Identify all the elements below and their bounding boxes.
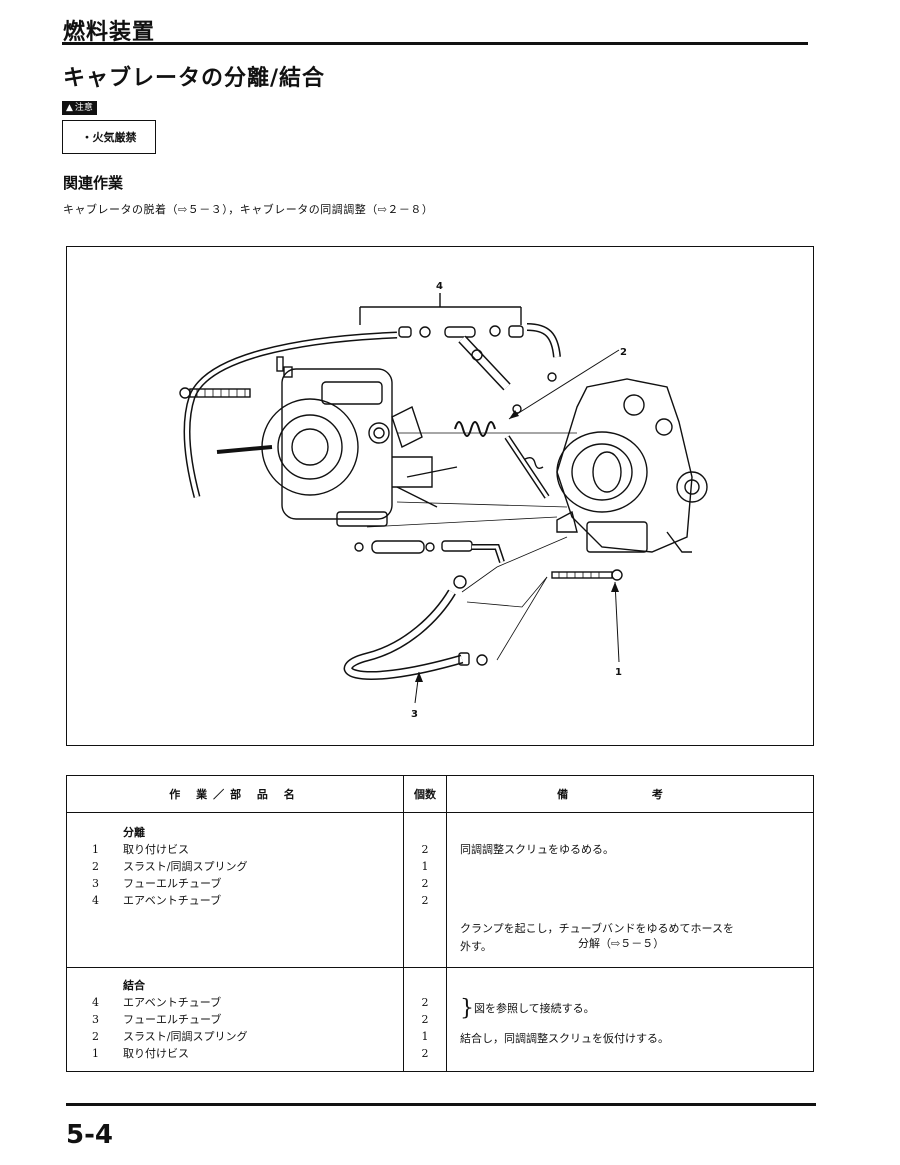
mounting-screw-right [551, 569, 623, 581]
step-number: 4 [92, 894, 99, 907]
parts-table: 作 業／部 品 名 個数 備 考 分離 1 取り付けビス 2 スラスト/同調スプ… [66, 775, 814, 1072]
header-work: 作 業／部 品 名 [66, 775, 404, 813]
callout-label-2: 2 [620, 347, 627, 358]
step-number: 2 [92, 860, 99, 873]
left-carburetor [216, 356, 458, 527]
mounting-screw-left [179, 387, 251, 399]
part-name: エアベントチューブ [123, 894, 222, 907]
quantity: 2 [421, 877, 429, 890]
top-fittings [398, 323, 561, 391]
exploded-view-diagram: 4 [66, 246, 814, 746]
bottom-fittings [354, 540, 505, 589]
header-rule [62, 42, 808, 45]
warning-triangle-icon: ▲ [66, 103, 73, 113]
table-row: 3 フューエルチューブ [68, 875, 402, 892]
footer-rule [66, 1103, 816, 1106]
remark: 結合し，同調調整スクリュを仮付けする。 [460, 1032, 669, 1045]
quantity: 2 [421, 996, 429, 1009]
caution-item: ・火気厳禁 [81, 131, 137, 144]
page-title: キャブレータの分離/結合 [63, 66, 326, 91]
alignment-lines [366, 432, 577, 528]
fuel-tube [343, 589, 488, 680]
caution-badge-label: 注意 [74, 103, 93, 113]
related-work-text: キャブレータの脱着（⇨５－３），キャブレータの同調調整（⇨２－８） [63, 203, 434, 216]
table-row: 1 取り付けビス [68, 1045, 402, 1062]
step-number: 3 [92, 1013, 99, 1026]
quantity: 1 [421, 860, 429, 873]
table-row: 4 エアベントチューブ [68, 994, 402, 1011]
remark: 同調調整スクリュをゆるめる。 [460, 843, 614, 856]
table-row: 1 取り付けビス [68, 841, 402, 858]
group-title-assembly: 結合 [123, 979, 145, 992]
step-number: 1 [92, 1047, 99, 1060]
caution-box: ・火気厳禁 [62, 120, 156, 154]
related-work-heading: 関連作業 [63, 174, 124, 192]
part-name: フューエルチューブ [123, 877, 222, 890]
step-number: 3 [92, 877, 99, 890]
part-name: 取り付けビス [123, 1047, 189, 1060]
table-row: 2 スラスト/同調スプリング [68, 858, 402, 875]
disassembly-section: 分離 1 取り付けビス 2 スラスト/同調スプリング 3 フューエルチューブ 4… [66, 812, 814, 968]
quantity: 2 [421, 843, 429, 856]
remark-reference: 分解（⇨５－５） [578, 937, 665, 950]
callout-label-4: 4 [436, 281, 443, 292]
quantity: 1 [421, 1030, 429, 1043]
brace-icon: } [460, 996, 474, 1021]
part-name: スラスト/同調スプリング [123, 1030, 248, 1043]
header-remarks: 備 考 [446, 775, 814, 813]
part-name: エアベントチューブ [123, 996, 222, 1009]
remark-text: 図を参照して接続する。 [474, 1002, 595, 1015]
caution-badge: ▲ 注意 [62, 101, 97, 115]
quantity: 2 [421, 894, 429, 907]
callout-4-bracket [359, 293, 522, 325]
remark: 外す。 [460, 940, 492, 953]
quantity: 2 [421, 1047, 429, 1060]
step-number: 4 [92, 996, 99, 1009]
page-number: 5-4 [66, 1120, 113, 1150]
section-title: 燃料装置 [63, 20, 156, 45]
table-row: 2 スラスト/同調スプリング [68, 1028, 402, 1045]
remark: クランプを起こし，チューブバンドをゆるめてホースを [460, 922, 735, 935]
right-carburetor [556, 378, 708, 553]
group-title-disassembly: 分離 [123, 826, 145, 839]
callout-label-1: 1 [615, 667, 622, 678]
assembly-section: 結合 4 エアベントチューブ 3 フューエルチューブ 2 スラスト/同調スプリン… [66, 967, 814, 1072]
adjuster-screw [504, 435, 550, 499]
callout-label-3: 3 [411, 709, 418, 720]
table-row: 4 エアベントチューブ [68, 892, 402, 909]
step-number: 1 [92, 843, 99, 856]
part-name: スラスト/同調スプリング [123, 860, 248, 873]
quantity: 2 [421, 1013, 429, 1026]
remark: }図を参照して接続する。 [460, 996, 595, 1021]
part-name: フューエルチューブ [123, 1013, 222, 1026]
table-row: 3 フューエルチューブ [68, 1011, 402, 1028]
thrust-spring [454, 404, 522, 437]
table-header-row: 作 業／部 品 名 個数 備 考 [66, 775, 814, 813]
part-name: 取り付けビス [123, 843, 189, 856]
header-qty: 個数 [403, 775, 447, 813]
step-number: 2 [92, 1030, 99, 1043]
